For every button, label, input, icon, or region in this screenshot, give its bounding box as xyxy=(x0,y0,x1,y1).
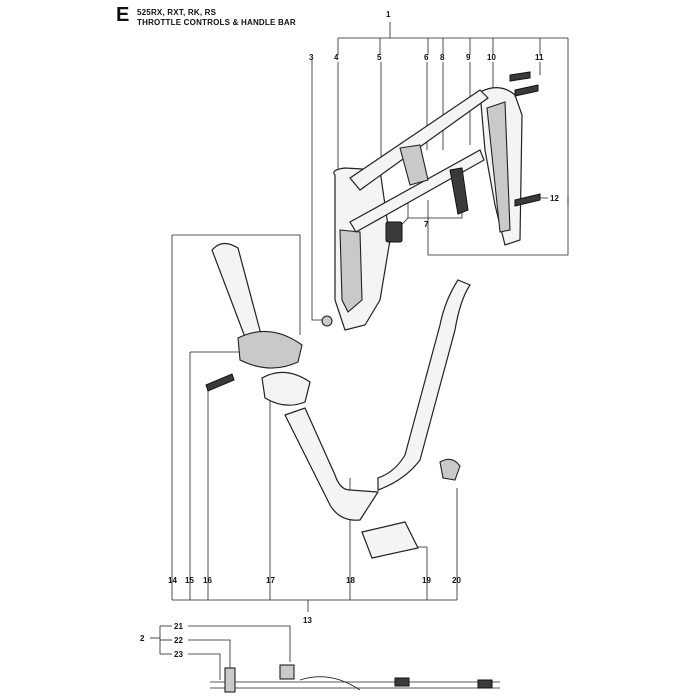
callout-10: 10 xyxy=(487,53,496,62)
callout-17: 17 xyxy=(266,576,275,585)
callout-6: 6 xyxy=(424,53,429,62)
throttle-handle-assembly xyxy=(321,71,541,331)
callout-7: 7 xyxy=(424,220,429,229)
callout-18: 18 xyxy=(346,576,355,585)
throttle-cable-assembly xyxy=(210,664,500,693)
callout-1: 1 xyxy=(386,10,391,19)
callout-22: 22 xyxy=(174,636,183,645)
callout-5: 5 xyxy=(377,53,382,62)
callout-13: 13 xyxy=(303,616,312,625)
models-label: 525RX, RXT, RK, RS xyxy=(137,8,217,17)
diagram-title: THROTTLE CONTROLS & HANDLE BAR xyxy=(137,18,296,27)
callout-9: 9 xyxy=(466,53,471,62)
callout-8: 8 xyxy=(440,53,445,62)
callout-labels: 1 2 3 4 5 6 7 8 9 10 11 12 13 14 15 16 1… xyxy=(140,10,559,659)
callout-20: 20 xyxy=(452,576,461,585)
callout-21: 21 xyxy=(174,622,183,631)
callout-12: 12 xyxy=(550,194,559,203)
callout-2: 2 xyxy=(140,634,145,643)
callout-3: 3 xyxy=(309,53,314,62)
callout-11: 11 xyxy=(535,53,544,62)
callout-14: 14 xyxy=(168,576,177,585)
callout-16: 16 xyxy=(203,576,212,585)
handle-bar-assembly xyxy=(205,242,471,559)
callout-4: 4 xyxy=(334,53,339,62)
callout-15: 15 xyxy=(185,576,194,585)
callout-19: 19 xyxy=(422,576,431,585)
leader-lines xyxy=(150,22,569,680)
callout-23: 23 xyxy=(174,650,183,659)
section-letter: E xyxy=(116,4,130,26)
